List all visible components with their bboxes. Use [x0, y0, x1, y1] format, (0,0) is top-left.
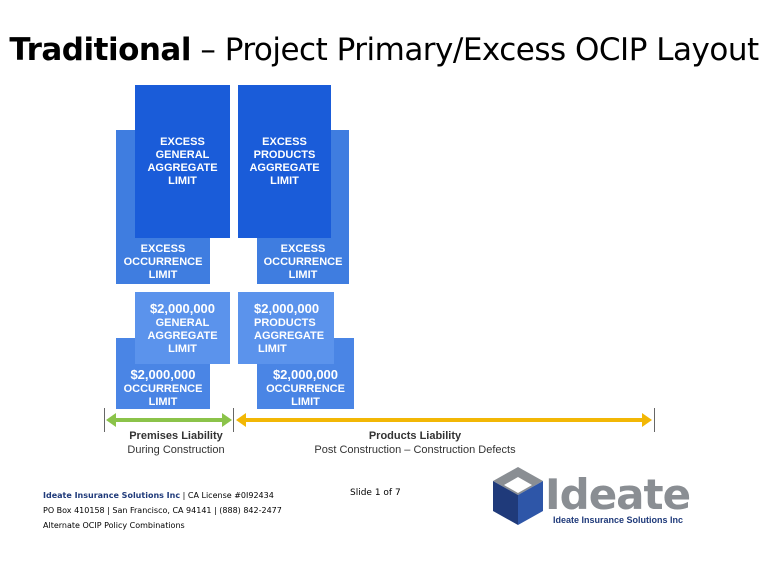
premises-liability-label: Premises Liability	[129, 430, 223, 442]
excess-occ-left-line1: EXCESS	[140, 243, 186, 255]
excess-occ-left-line3: LIMIT	[148, 269, 178, 281]
primary-gen-agg-line1: GENERAL	[155, 317, 210, 329]
excess-prod-agg-line4: LIMIT	[270, 175, 299, 187]
primary-products-aggregate: $2,000,000 PRODUCTS AGGREGATE LIMIT	[238, 292, 334, 364]
excess-occ-right-line3: LIMIT	[288, 269, 318, 281]
excess-prod-agg-line2: PRODUCTS	[253, 149, 316, 161]
primary-occ-right-line2: LIMIT	[291, 396, 320, 408]
timeline-tick-left	[104, 408, 105, 432]
footer: Ideate Insurance Solutions Inc | CA Lice…	[43, 488, 282, 533]
excess-occ-right-line1: EXCESS	[280, 243, 326, 255]
footer-note: Alternate OCIP Policy Combinations	[43, 521, 185, 530]
company-name: Ideate Insurance Solutions Inc	[43, 491, 181, 500]
primary-occ-left-amount: $2,000,000	[130, 367, 196, 382]
license-text: | CA License #0I92434	[180, 491, 274, 500]
primary-gen-agg-line2: AGGREGATE	[147, 330, 218, 342]
footer-line1: Ideate Insurance Solutions Inc | CA Lice…	[43, 488, 282, 503]
cube-logo-icon	[493, 467, 543, 525]
excess-gen-agg-line3: AGGREGATE	[147, 162, 218, 174]
slide-title: Traditional – Project Primary/Excess OCI…	[0, 32, 768, 68]
timeline-tick-right	[654, 408, 655, 432]
excess-gen-agg-line4: LIMIT	[168, 175, 197, 187]
primary-occ-right-amount: $2,000,000	[272, 367, 339, 382]
primary-occ-left-line1: OCCURRENCE	[123, 383, 203, 395]
excess-prod-agg-line1: EXCESS	[262, 136, 307, 148]
slide-number: Slide 1 of 7	[350, 488, 401, 498]
logo-tagline: Ideate Insurance Solutions Inc	[553, 515, 684, 525]
primary-prod-agg-line3: LIMIT	[258, 343, 287, 355]
primary-gen-agg-amount: $2,000,000	[149, 301, 216, 316]
excess-prod-agg-line3: AGGREGATE	[249, 162, 320, 174]
timeline-tick-middle	[233, 408, 234, 432]
excess-gen-agg-line1: EXCESS	[160, 136, 205, 148]
products-liability-label: Products Liability	[368, 430, 462, 442]
primary-prod-agg-amount: $2,000,000	[254, 301, 320, 316]
primary-prod-agg-line2: AGGREGATE	[254, 330, 325, 342]
primary-occ-right-line1: OCCURRENCE	[266, 383, 345, 395]
primary-general-aggregate: $2,000,000 GENERAL AGGREGATE LIMIT	[135, 292, 230, 364]
excess-general-aggregate: EXCESS GENERAL AGGREGATE LIMIT	[135, 85, 230, 238]
products-arrow	[236, 413, 652, 427]
premises-arrow	[106, 413, 232, 427]
excess-gen-agg-line2: GENERAL	[155, 149, 210, 161]
excess-products-aggregate: EXCESS PRODUCTS AGGREGATE LIMIT	[238, 85, 331, 238]
primary-gen-agg-line3: LIMIT	[168, 343, 197, 355]
premises-liability-sub: During Construction	[127, 444, 225, 456]
title-rest: – Project Primary/Excess OCIP Layout	[190, 32, 759, 68]
products-liability-sub: Post Construction – Construction Defects	[314, 444, 516, 456]
footer-address: PO Box 410158 | San Francisco, CA 94141 …	[43, 506, 282, 515]
title-bold: Traditional	[9, 32, 191, 68]
logo-name: Ideate	[545, 470, 691, 519]
excess-occ-left-line2: OCCURRENCE	[123, 256, 203, 268]
excess-occ-right-line2: OCCURRENCE	[263, 256, 343, 268]
primary-occ-left-line2: LIMIT	[148, 396, 178, 408]
primary-prod-agg-line1: PRODUCTS	[254, 317, 316, 329]
